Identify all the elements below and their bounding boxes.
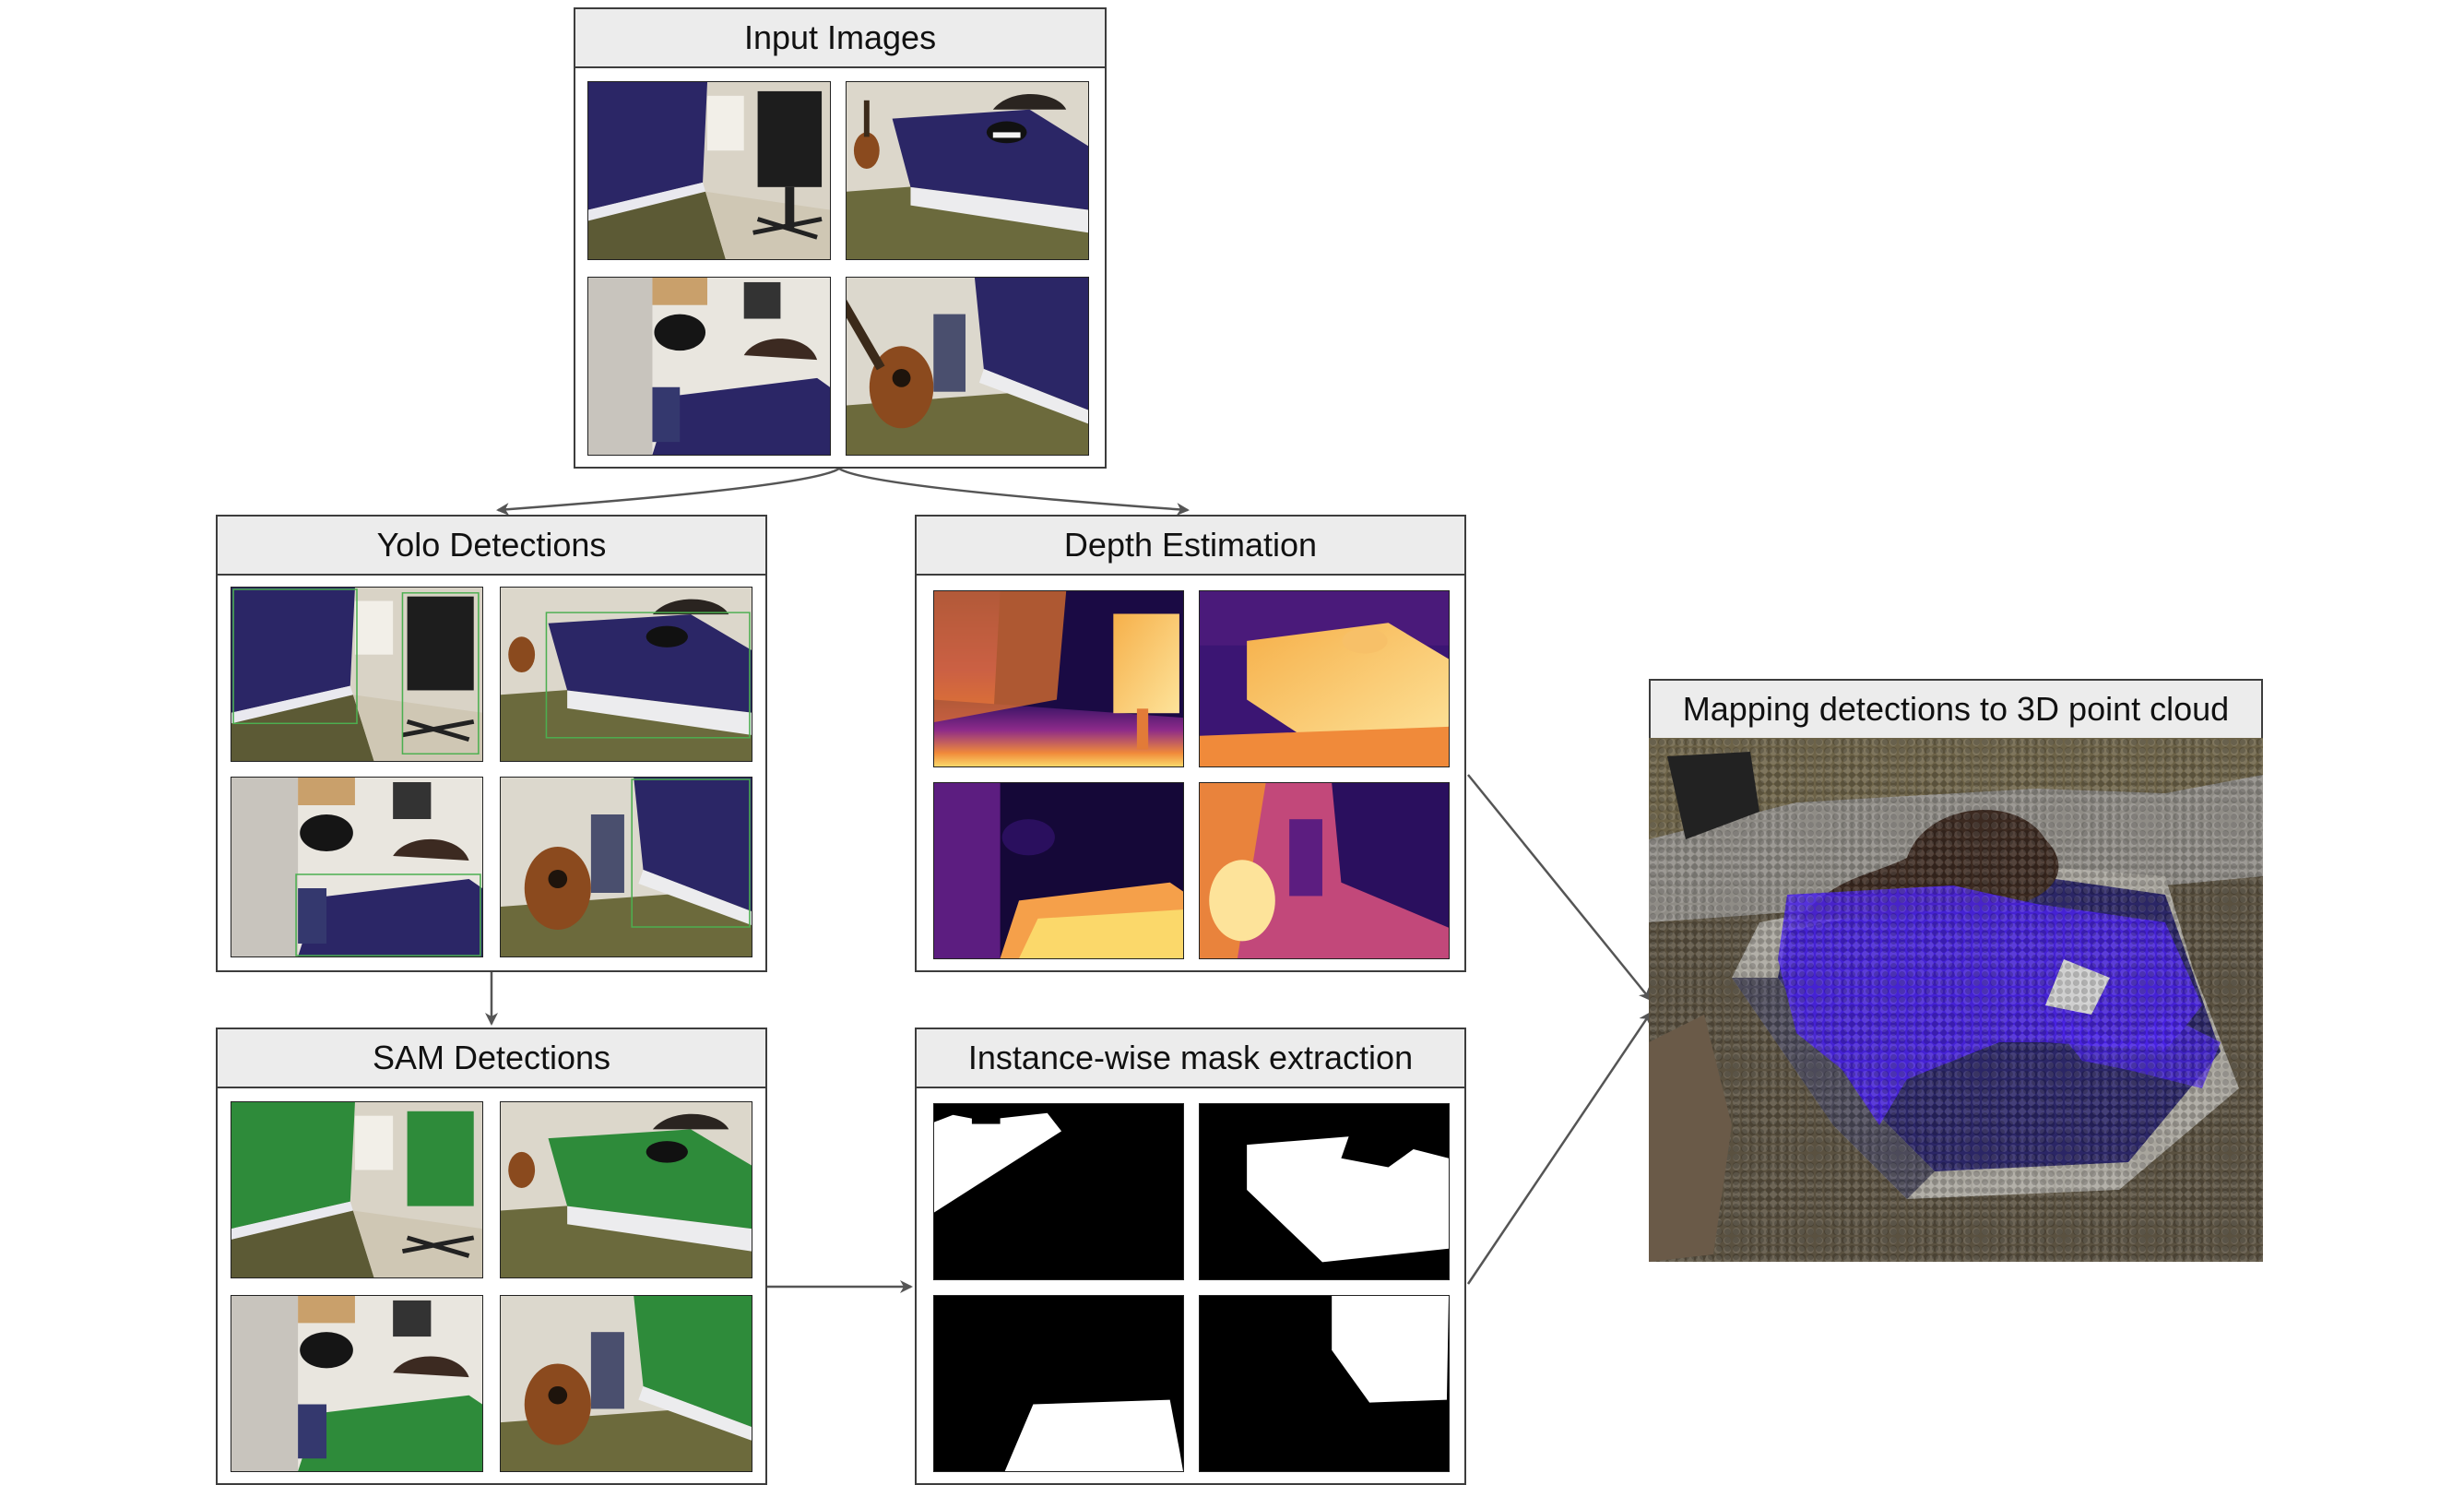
depth-map-4 — [1199, 782, 1450, 959]
sam-image-3 — [231, 1295, 483, 1472]
depth-estimation-title: Depth Estimation — [915, 515, 1466, 576]
mask-image-1 — [933, 1103, 1184, 1280]
input-image-4 — [846, 277, 1089, 456]
input-images-title: Input Images — [574, 7, 1107, 68]
mask-image-4 — [1199, 1295, 1450, 1472]
sam-detections-title: SAM Detections — [216, 1028, 767, 1088]
sam-detections-panel — [216, 1087, 767, 1485]
mask-extraction-title: Instance-wise mask extraction — [915, 1028, 1466, 1088]
yolo-detections-title-text: Yolo Detections — [376, 526, 607, 564]
pointcloud-image — [1649, 738, 2263, 1262]
input-images-title-text: Input Images — [743, 18, 937, 56]
yolo-image-4 — [500, 777, 752, 957]
depth-estimation-title-text: Depth Estimation — [1063, 526, 1318, 564]
input-image-2 — [846, 81, 1089, 260]
mask-extraction-title-text: Instance-wise mask extraction — [967, 1039, 1414, 1076]
mask-image-3 — [933, 1295, 1184, 1472]
pointcloud-title: Mapping detections to 3D point cloud — [1649, 679, 2263, 740]
arrow-input-to-yolo — [496, 467, 840, 517]
yolo-image-2 — [500, 587, 752, 762]
yolo-image-3 — [231, 777, 483, 957]
pointcloud-title-text: Mapping detections to 3D point cloud — [1682, 690, 2230, 728]
depth-map-3 — [933, 782, 1184, 959]
depth-estimation-panel — [915, 574, 1466, 972]
sam-image-4 — [500, 1295, 752, 1472]
yolo-image-1 — [231, 587, 483, 762]
sam-image-2 — [500, 1101, 752, 1278]
sam-detections-title-text: SAM Detections — [372, 1039, 611, 1076]
arrow-depth-to-pointcloud — [1467, 774, 1653, 1002]
arrow-input-to-depth — [838, 467, 1190, 517]
yolo-detections-panel — [216, 574, 767, 972]
input-image-3 — [587, 277, 831, 456]
arrow-mask-to-pointcloud — [1466, 1011, 1653, 1285]
input-images-panel — [574, 66, 1107, 469]
depth-map-1 — [933, 590, 1184, 767]
sam-image-1 — [231, 1101, 483, 1278]
input-image-1 — [587, 81, 831, 260]
mask-extraction-panel — [915, 1087, 1466, 1485]
depth-map-2 — [1199, 590, 1450, 767]
mask-image-2 — [1199, 1103, 1450, 1280]
yolo-detections-title: Yolo Detections — [216, 515, 767, 576]
